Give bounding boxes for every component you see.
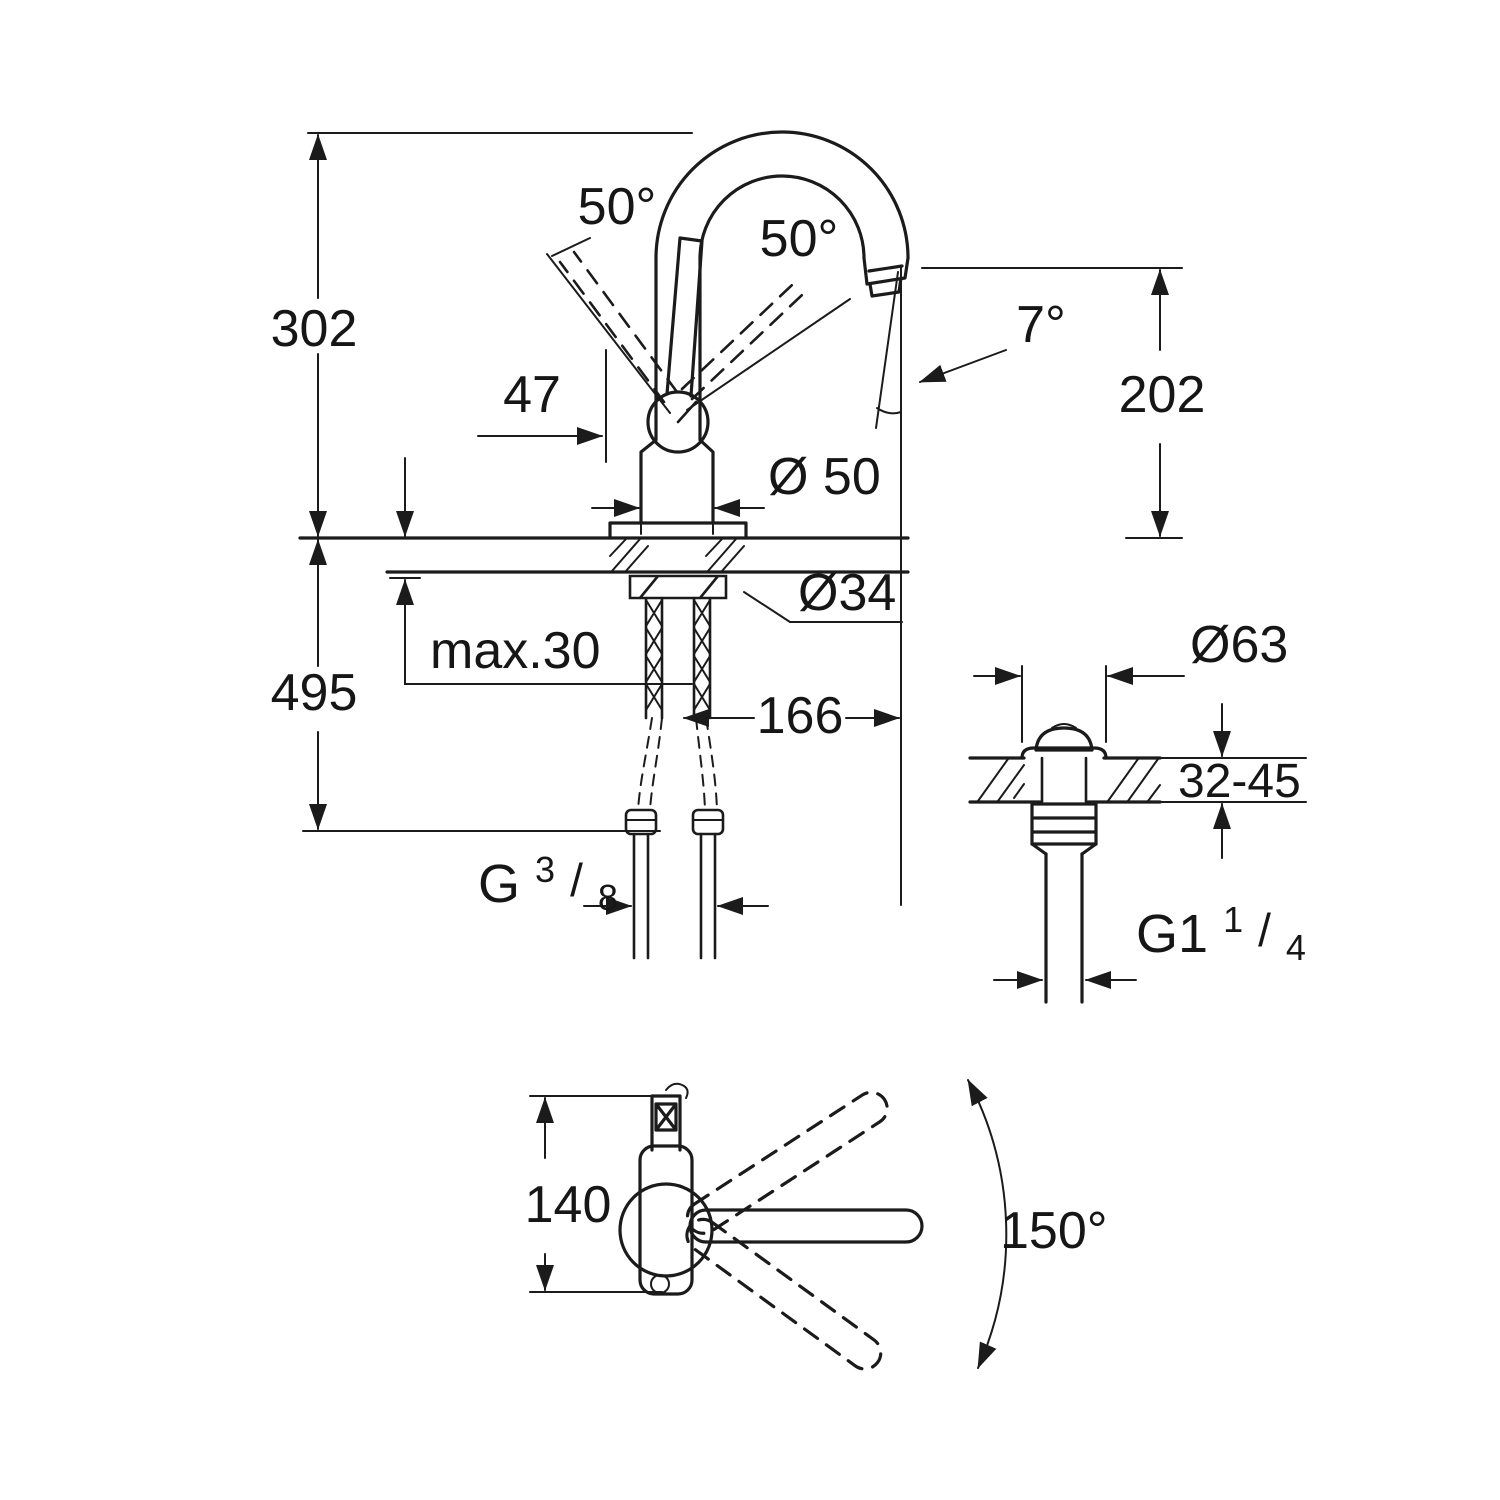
spout-angle-7 <box>875 267 1007 906</box>
extension-lines-dia50 <box>640 465 714 535</box>
g114-denominator: 4 <box>1286 927 1306 968</box>
g38-label: G 3 / 8 <box>478 834 618 918</box>
handle-dashed-left <box>558 250 679 404</box>
g38-slash: / <box>570 854 583 906</box>
angle-7-label: 7° <box>1016 296 1066 354</box>
mounting-nut <box>628 574 728 600</box>
dimension-dia63 <box>973 665 1185 743</box>
angle-50-left-label: 50° <box>578 178 657 236</box>
g114-slash: / <box>1258 904 1271 956</box>
top-view-handle-dashed-down <box>685 1217 883 1371</box>
dia-50-label: Ø 50 <box>768 448 881 506</box>
top-view-aerator-curl <box>665 1082 689 1099</box>
deck-hatch <box>609 538 745 572</box>
drain-locknut <box>1030 802 1098 846</box>
popup-cap <box>1034 726 1094 752</box>
supply-hoses <box>637 717 718 811</box>
hose-connector-right <box>691 808 725 836</box>
hose-tails <box>632 832 717 960</box>
spout-inner-arc <box>698 174 866 260</box>
max30-bracket <box>396 579 693 685</box>
dimension-max30 <box>389 457 693 685</box>
extension-lines-dia63 <box>1021 665 1107 743</box>
drain-assembly <box>968 723 1162 1004</box>
g38-base: G <box>478 854 520 914</box>
under-deck-hardware <box>624 574 728 960</box>
dimension-140 <box>529 1095 677 1293</box>
angle-7-leader <box>919 349 1007 383</box>
dim-47-label: 47 <box>503 366 561 424</box>
dimension-302 <box>307 132 693 537</box>
drain-taper <box>1030 842 1098 856</box>
g38-numerator: 3 <box>535 849 555 890</box>
dim-166-label: 166 <box>757 687 844 745</box>
callout-dia34 <box>743 591 903 623</box>
dim-140-label: 140 <box>525 1176 612 1234</box>
dim-302-label: 302 <box>271 300 358 358</box>
handle-swing-positions <box>546 237 851 414</box>
dimension-47 <box>477 349 607 463</box>
dia-34-label: Ø34 <box>798 564 896 622</box>
top-view-faucet <box>618 1079 1008 1371</box>
spout-outer-arc <box>654 130 910 260</box>
dimension-495 <box>302 539 661 832</box>
drain-tailpipe <box>1044 852 1084 1004</box>
dim-32-45-label: 32-45 <box>1178 755 1301 808</box>
countertop-section <box>298 536 910 574</box>
g114-label: G1 1 / 4 <box>1136 884 1306 968</box>
g114-base: G1 <box>1136 904 1208 964</box>
top-view-handle-dashed-up <box>685 1090 889 1235</box>
dimension-202 <box>921 267 1183 539</box>
shank-thread-hatch <box>645 599 711 711</box>
angle-reference-left <box>546 253 671 414</box>
popup-cap-button <box>1051 723 1077 729</box>
dimension-dia50 <box>591 465 765 535</box>
angle-reference-right <box>686 298 851 411</box>
dim-202-label: 202 <box>1119 366 1206 424</box>
drain-flange <box>1020 746 1108 760</box>
drain-deck-hatch <box>977 758 1161 802</box>
base-plinth <box>608 521 748 540</box>
handle-lever-solid <box>665 236 704 398</box>
top-view-body-circle <box>618 1182 714 1278</box>
top-view-detail-circle <box>650 1274 670 1294</box>
drain-body-through-hole <box>1040 756 1088 804</box>
dia-63-label: Ø63 <box>1190 616 1288 674</box>
top-view-handle-solid <box>688 1208 924 1244</box>
dim-495-label: 495 <box>271 664 358 722</box>
spout-tilt-line <box>875 271 899 429</box>
threaded-shanks <box>644 596 712 720</box>
max30-label: max.30 <box>430 622 601 680</box>
top-view-spout-tip <box>650 1094 682 1152</box>
angle-50-left-leader <box>551 237 591 257</box>
dimension-32-45 <box>1159 703 1307 859</box>
swivel-arc-150 <box>967 1079 1008 1369</box>
hose-connector-left <box>624 808 658 836</box>
angle-50-right-label: 50° <box>760 210 839 268</box>
g114-numerator: 1 <box>1223 899 1243 940</box>
tilt-arc <box>876 407 902 415</box>
dia34-leader <box>743 591 791 623</box>
g38-denominator: 8 <box>598 877 618 918</box>
angle-150-label: 150° <box>1000 1202 1108 1260</box>
drain-deck-lines <box>968 756 1162 804</box>
